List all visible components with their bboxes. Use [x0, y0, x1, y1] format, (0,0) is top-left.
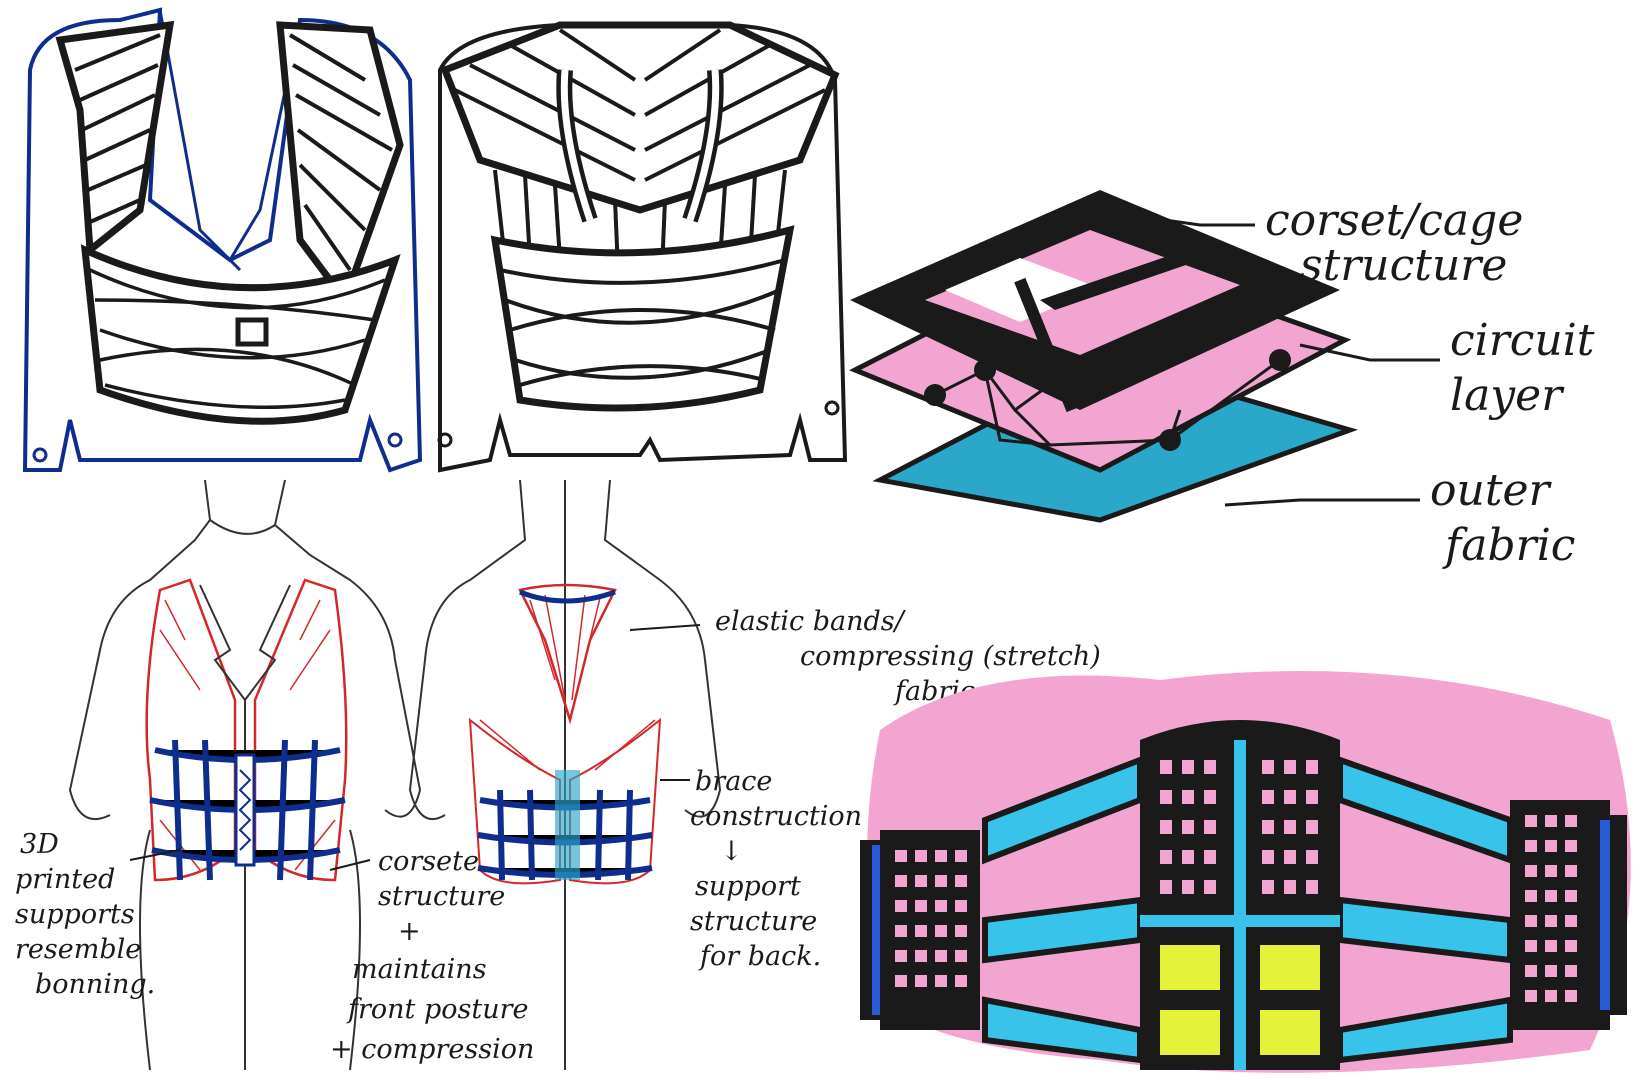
brace-line-2: construction: [690, 801, 862, 832]
layer-label-2-line1: circuit: [1450, 315, 1595, 366]
elastic-line-1: elastic bands/: [715, 606, 907, 637]
printed-line-4: resemble: [15, 934, 141, 965]
brace-line-6: for back.: [698, 941, 821, 972]
corsete-line-1: corsete: [378, 846, 479, 877]
corsete-line-6: + compression: [330, 1034, 534, 1065]
elastic-line-2: compressing (stretch): [800, 641, 1101, 672]
printed-line-1: 3D: [20, 829, 59, 860]
brace-line-5: structure: [690, 906, 817, 937]
layer-label-1-line2: structure: [1300, 240, 1507, 291]
brace-line-4: support: [695, 871, 801, 902]
corsete-line-2: structure: [378, 881, 505, 912]
layer-label-3-line1: outer: [1430, 465, 1553, 516]
jacket-front-sketch-icon: [25, 10, 420, 470]
layer-label-3-line2: fabric: [1442, 520, 1575, 571]
layer-label-1-line1: corset/cage: [1265, 195, 1523, 246]
printed-line-3: supports: [15, 899, 135, 930]
corsete-line-3: +: [398, 916, 421, 947]
layer-label-2-line2: layer: [1450, 370, 1565, 421]
belt-sketch-icon: [860, 671, 1631, 1073]
layer-stack-sketch-icon: corset/cage structure circuit layer oute…: [850, 190, 1595, 571]
jacket-back-sketch-icon: [439, 25, 845, 470]
brace-line-1: brace: [695, 766, 772, 797]
corsete-line-5: front posture: [346, 994, 529, 1025]
figure-front-sketch-icon: 3D printed supports resemble bonning. co…: [15, 480, 534, 1070]
corsete-line-4: maintains: [352, 954, 487, 985]
brace-line-3: ↓: [720, 836, 743, 867]
printed-line-5: bonning.: [35, 969, 155, 1000]
printed-line-2: printed: [15, 864, 115, 895]
